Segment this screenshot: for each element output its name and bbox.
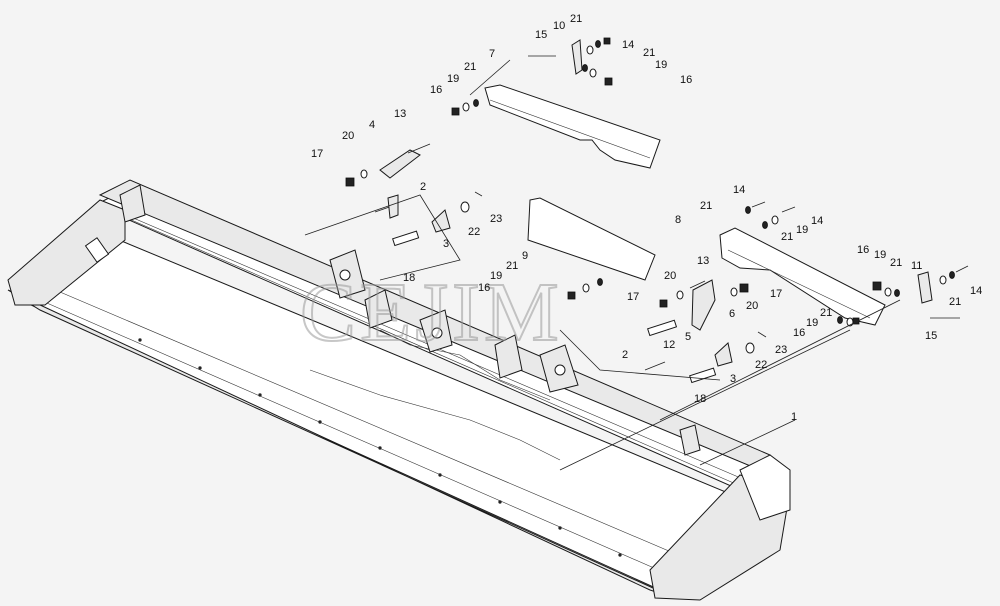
callout-19: 19 — [796, 224, 808, 236]
callout-15: 15 — [535, 29, 547, 41]
callout-14: 14 — [811, 215, 823, 227]
callout-16: 16 — [430, 84, 442, 96]
callout-20: 20 — [342, 130, 354, 142]
part-9-panel — [527, 197, 656, 281]
part-5-bracket — [691, 279, 716, 331]
callout-21: 21 — [781, 231, 793, 243]
callout-11: 11 — [911, 260, 922, 272]
callout-14: 14 — [970, 285, 982, 297]
callout-21: 21 — [570, 13, 582, 25]
callout-6: 6 — [729, 308, 735, 320]
callout-17: 17 — [627, 291, 639, 303]
callout-18: 18 — [694, 393, 706, 405]
callout-21: 21 — [890, 257, 902, 269]
callout-18: 18 — [403, 272, 415, 284]
callout-21: 21 — [949, 296, 961, 308]
leader-lines — [304, 59, 901, 471]
callout-2: 2 — [622, 349, 628, 361]
callout-3: 3 — [730, 373, 736, 385]
callout-19: 19 — [490, 270, 502, 282]
callout-16: 16 — [478, 282, 490, 294]
part-7-cover-plate — [484, 84, 661, 169]
callout-23: 23 — [775, 344, 787, 356]
callout-17: 17 — [770, 288, 782, 300]
callout-21: 21 — [506, 260, 518, 272]
callout-20: 20 — [746, 300, 758, 312]
callout-7: 7 — [489, 48, 495, 60]
callout-14: 14 — [622, 39, 634, 51]
callout-16: 16 — [857, 244, 869, 256]
callout-23: 23 — [490, 213, 502, 225]
callout-21: 21 — [643, 47, 655, 59]
callout-3: 3 — [443, 238, 449, 250]
callout-labels: 1 2 2 3 3 4 5 6 7 8 9 10 11 12 13 13 14 … — [311, 13, 982, 423]
callout-12: 12 — [663, 339, 675, 351]
callout-8: 8 — [675, 214, 681, 226]
callout-14: 14 — [733, 184, 745, 196]
callout-19: 19 — [655, 59, 667, 71]
callout-19: 19 — [806, 317, 818, 329]
callout-13: 13 — [394, 108, 406, 120]
fasteners — [345, 37, 969, 384]
callout-21: 21 — [464, 61, 476, 73]
callout-22: 22 — [468, 226, 480, 238]
callout-19: 19 — [447, 73, 459, 85]
callout-21: 21 — [820, 307, 832, 319]
callout-16: 16 — [793, 327, 805, 339]
part-8-plate — [719, 227, 886, 326]
part-4-bracket — [379, 149, 421, 179]
callout-4: 4 — [369, 119, 375, 131]
callout-1: 1 — [791, 411, 797, 423]
callout-16: 16 — [680, 74, 692, 86]
callout-13: 13 — [697, 255, 709, 267]
callout-2: 2 — [420, 181, 426, 193]
callout-10: 10 — [553, 20, 565, 32]
callout-21: 21 — [700, 200, 712, 212]
callout-9: 9 — [522, 250, 528, 262]
callout-15: 15 — [925, 330, 937, 342]
callout-20: 20 — [664, 270, 676, 282]
callout-19: 19 — [874, 249, 886, 261]
watermark-text: CEJIM — [300, 266, 563, 359]
callout-5: 5 — [685, 331, 691, 343]
callout-17: 17 — [311, 148, 323, 160]
callout-22: 22 — [755, 359, 767, 371]
header-frame — [7, 179, 791, 601]
